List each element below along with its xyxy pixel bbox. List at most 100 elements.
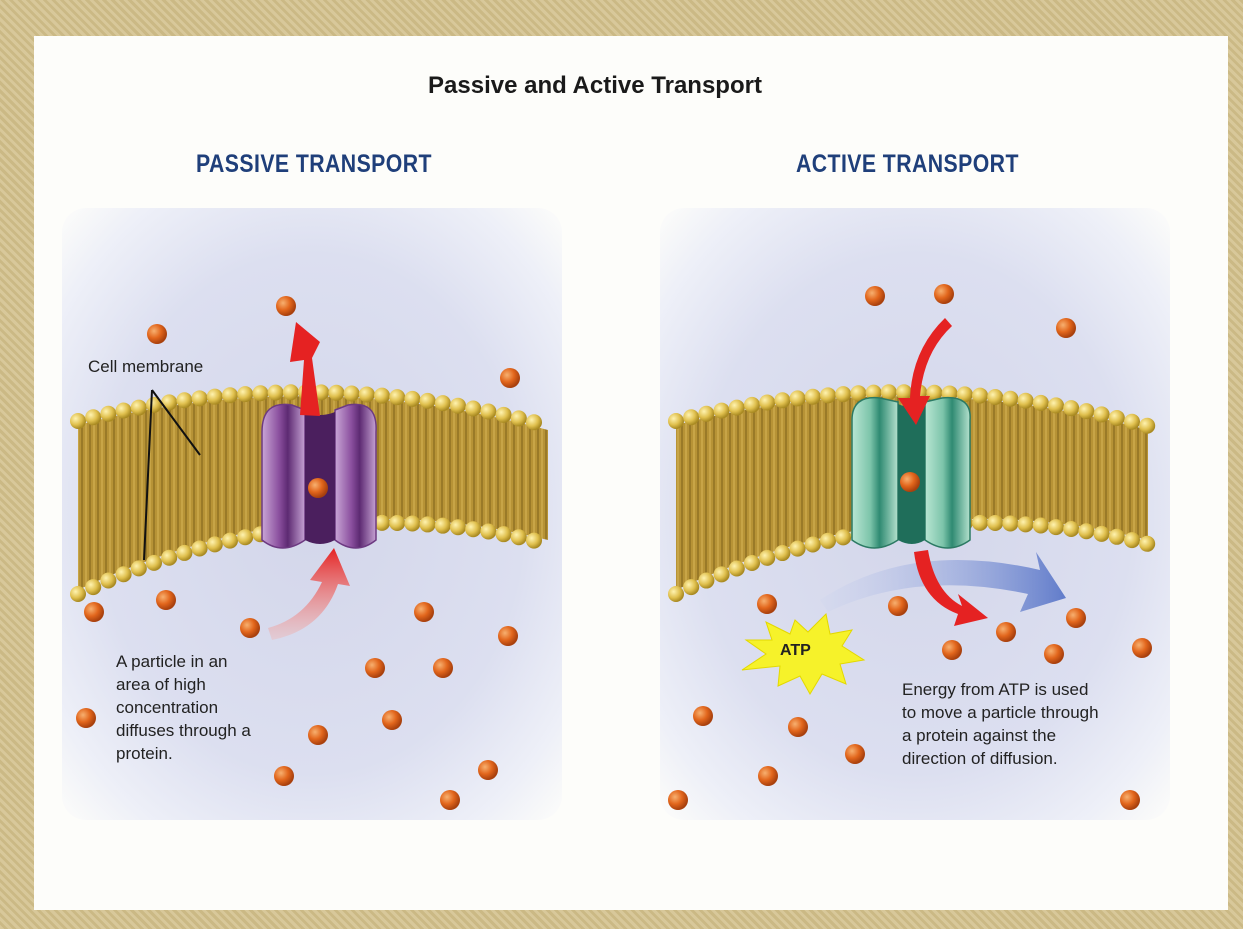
phospholipid-head bbox=[1048, 397, 1064, 413]
phospholipid-head bbox=[972, 515, 988, 531]
solute-particle bbox=[757, 594, 777, 614]
solute-particle bbox=[498, 626, 518, 646]
phospholipid-head bbox=[668, 413, 684, 429]
phospholipid-head bbox=[511, 410, 527, 426]
phospholipid-head bbox=[404, 391, 420, 407]
solute-particle bbox=[845, 744, 865, 764]
passive-diffusion-arrow-lower bbox=[268, 548, 350, 640]
phospholipid-head bbox=[359, 386, 375, 402]
phospholipid-head bbox=[972, 388, 988, 404]
active-caption-line: Energy from ATP is used bbox=[902, 678, 1099, 701]
phospholipid-head bbox=[207, 536, 223, 552]
phospholipid-head bbox=[480, 524, 496, 540]
phospholipid-head bbox=[237, 386, 253, 402]
phospholipid-head bbox=[480, 404, 496, 420]
solute-particle bbox=[308, 478, 328, 498]
phospholipid-head bbox=[881, 384, 897, 400]
cell-membrane-label: Cell membrane bbox=[88, 357, 203, 377]
phospholipid-head bbox=[465, 400, 481, 416]
phospholipid-head bbox=[698, 406, 714, 422]
phospholipid-head bbox=[1094, 526, 1110, 542]
solute-particle bbox=[888, 596, 908, 616]
phospholipid-head bbox=[404, 516, 420, 532]
phospholipid-head bbox=[1094, 406, 1110, 422]
phospholipid-head bbox=[790, 390, 806, 406]
passive-caption-line: diffuses through a bbox=[116, 719, 251, 742]
phospholipid-head bbox=[668, 586, 684, 602]
phospholipid-head bbox=[774, 392, 790, 408]
active-caption: Energy from ATP is used to move a partic… bbox=[902, 678, 1099, 770]
phospholipid-head bbox=[420, 516, 436, 532]
phospholipid-head bbox=[714, 403, 730, 419]
phospholipid-head bbox=[420, 393, 436, 409]
phospholipid-head bbox=[100, 572, 116, 588]
phospholipid-head bbox=[116, 566, 132, 582]
solute-particle bbox=[942, 640, 962, 660]
phospholipid-head bbox=[237, 529, 253, 545]
phospholipid-head bbox=[729, 400, 745, 416]
phospholipid-head bbox=[1002, 391, 1018, 407]
active-caption-line: a protein against the bbox=[902, 724, 1099, 747]
solute-particle bbox=[276, 296, 296, 316]
passive-caption-line: concentration bbox=[116, 696, 251, 719]
phospholipid-head bbox=[1078, 403, 1094, 419]
phospholipid-head bbox=[450, 398, 466, 414]
solute-particle bbox=[1056, 318, 1076, 338]
phospholipid-head bbox=[131, 560, 147, 576]
phospholipid-head bbox=[526, 414, 542, 430]
phospholipid-head bbox=[835, 529, 851, 545]
phospholipid-head bbox=[1063, 400, 1079, 416]
phospholipid-head bbox=[268, 385, 284, 401]
phospholipid-head bbox=[85, 579, 101, 595]
phospholipid-head bbox=[1048, 519, 1064, 535]
solute-particle bbox=[900, 472, 920, 492]
phospholipid-head bbox=[1124, 414, 1140, 430]
phospholipid-head bbox=[344, 386, 360, 402]
solute-particle bbox=[668, 790, 688, 810]
phospholipid-head bbox=[698, 573, 714, 589]
solute-particle bbox=[1120, 790, 1140, 810]
passive-caption: A particle in an area of high concentrat… bbox=[116, 650, 251, 765]
phospholipid-head bbox=[161, 550, 177, 566]
phospholipid-head bbox=[1109, 529, 1125, 545]
phospholipid-head bbox=[805, 389, 821, 405]
solute-particle bbox=[365, 658, 385, 678]
phospholipid-head bbox=[805, 537, 821, 553]
solute-particle bbox=[996, 622, 1016, 642]
phospholipid-head bbox=[1139, 418, 1155, 434]
solute-particle bbox=[1044, 644, 1064, 664]
passive-caption-line: A particle in an bbox=[116, 650, 251, 673]
phospholipid-head bbox=[759, 394, 775, 410]
solute-particle bbox=[156, 590, 176, 610]
phospholipid-head bbox=[714, 566, 730, 582]
phospholipid-head bbox=[374, 388, 390, 404]
phospholipid-head bbox=[1139, 536, 1155, 552]
solute-particle bbox=[693, 706, 713, 726]
phospholipid-head bbox=[161, 394, 177, 410]
phospholipid-head bbox=[511, 529, 527, 545]
phospholipid-head bbox=[987, 389, 1003, 405]
phospholipid-head bbox=[207, 389, 223, 405]
phospholipid-head bbox=[450, 519, 466, 535]
phospholipid-head bbox=[1018, 393, 1034, 409]
phospholipid-head bbox=[1124, 532, 1140, 548]
phospholipid-head bbox=[987, 515, 1003, 531]
phospholipid-head bbox=[1078, 523, 1094, 539]
solute-particle bbox=[433, 658, 453, 678]
phospholipid-head bbox=[835, 386, 851, 402]
solute-particle bbox=[1066, 608, 1086, 628]
phospholipid-head bbox=[389, 515, 405, 531]
phospholipid-head bbox=[116, 403, 132, 419]
active-caption-line: direction of diffusion. bbox=[902, 747, 1099, 770]
phospholipid-head bbox=[729, 560, 745, 576]
phospholipid-head bbox=[192, 390, 208, 406]
phospholipid-head bbox=[759, 550, 775, 566]
phospholipid-head bbox=[192, 540, 208, 556]
solute-particle bbox=[76, 708, 96, 728]
phospholipid-head bbox=[465, 521, 481, 537]
phospholipid-head bbox=[1109, 410, 1125, 426]
phospholipid-head bbox=[131, 400, 147, 416]
phospholipid-head bbox=[744, 397, 760, 413]
phospholipid-head bbox=[70, 586, 86, 602]
